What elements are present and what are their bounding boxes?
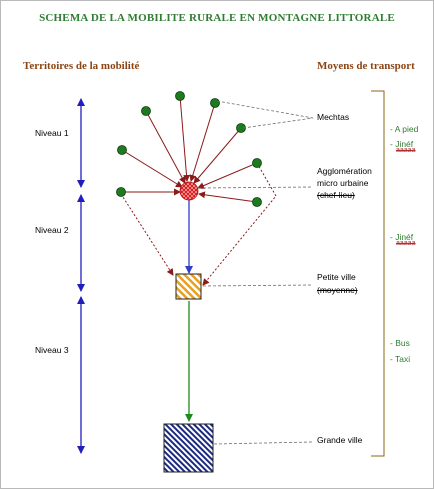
mechta-node	[175, 91, 185, 101]
flow-arrow	[121, 149, 183, 188]
label-agglomeration-1: Agglomération	[317, 166, 372, 176]
mechta-node	[210, 98, 220, 108]
mode-a-pied: - A pied	[390, 124, 419, 134]
flow-arrow	[179, 95, 190, 182]
mechta-node	[117, 145, 127, 155]
mode-taxi: - Taxi	[390, 354, 411, 364]
label-grande-ville: Grande ville	[317, 435, 363, 445]
transport-bracket	[371, 90, 385, 457]
flow-arrow	[197, 162, 258, 189]
label-petite-ville-1: Petite ville	[317, 272, 356, 282]
mode-jinef-2-note: aaaaa	[396, 240, 416, 247]
diagram-title: SCHEMA DE LA MOBILITE RURALE EN MONTAGNE…	[39, 12, 395, 24]
mechta-node	[252, 197, 262, 207]
flow-arrow	[193, 127, 242, 184]
leader-line	[242, 117, 314, 129]
header-territoires: Territoires de la mobilité	[23, 60, 140, 72]
label-agglomeration-3: (chef-lieu)	[317, 190, 355, 200]
level-1-label: Niveau 1	[35, 128, 69, 138]
leader-line	[213, 441, 314, 445]
leader-lines	[197, 100, 314, 445]
leader-line	[216, 100, 314, 119]
leader-line	[197, 186, 314, 189]
bypass-arrow-right	[202, 162, 277, 286]
mechta-nodes	[116, 91, 262, 207]
mode-jinef-2: - Jinéf	[390, 232, 414, 242]
agglomeration-node	[179, 181, 199, 201]
mechta-flows	[121, 95, 258, 203]
leader-line	[202, 284, 314, 287]
bypass-arrow-left	[120, 193, 174, 276]
bypass-flows	[120, 162, 277, 286]
mechta-node	[116, 187, 126, 197]
mode-jinef-1-note: aaaaa	[396, 147, 416, 154]
flow-arrow	[198, 191, 258, 203]
label-agglomeration-2: micro urbaine	[317, 178, 369, 188]
label-mechtas: Mechtas	[317, 112, 350, 122]
flow-arrow	[145, 110, 186, 184]
mechta-node	[252, 158, 262, 168]
mode-bus: - Bus	[390, 338, 410, 348]
header-moyens-transport: Moyens de transport	[317, 60, 415, 72]
level-3-label: Niveau 3	[35, 345, 69, 355]
flow-arrow	[189, 102, 216, 182]
mechta-node	[141, 106, 151, 116]
mode-jinef-1: - Jinéf	[390, 139, 414, 149]
petite-ville-node	[175, 273, 202, 300]
level-2-label: Niveau 2	[35, 225, 69, 235]
label-petite-ville-2: (moyenne)	[317, 285, 358, 295]
grande-ville-node	[163, 423, 214, 473]
